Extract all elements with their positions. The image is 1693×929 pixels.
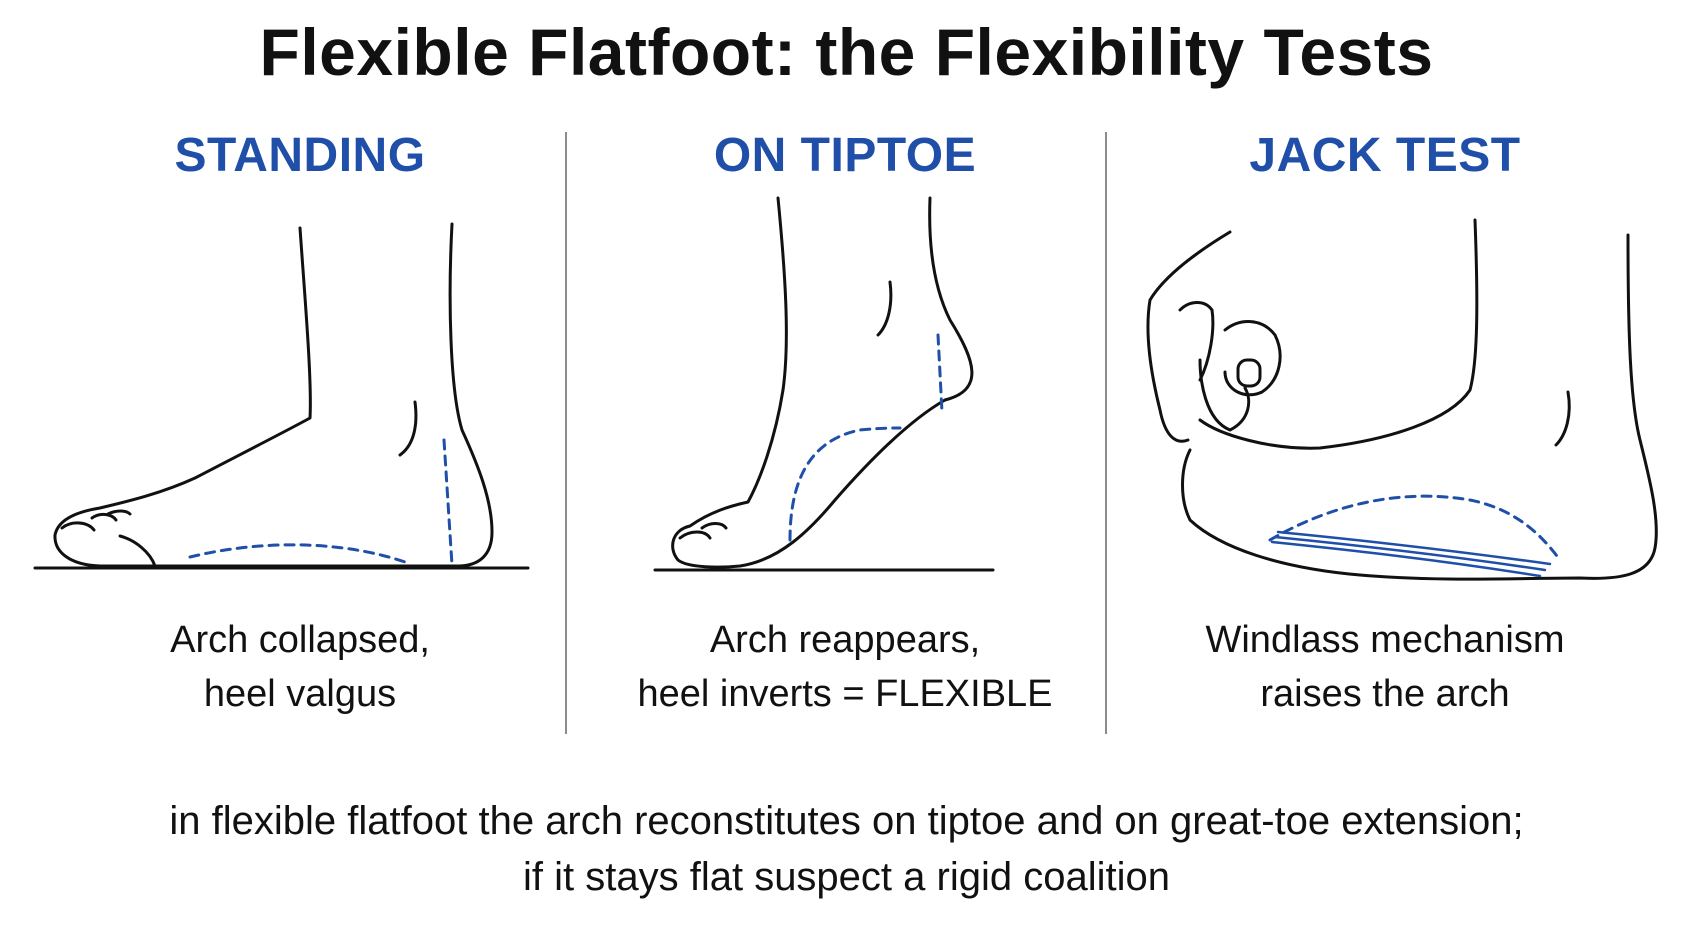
standing-arch-marker xyxy=(188,543,407,564)
caption-line: Windlass mechanism xyxy=(1205,619,1565,661)
caption-line: Arch reappears, xyxy=(709,619,981,661)
panel-title-jack-test: JACK TEST xyxy=(1249,129,1521,182)
standing-heel-line xyxy=(442,438,454,567)
caption-line: Arch collapsed, xyxy=(170,619,430,661)
tiptoe-arch-marker xyxy=(788,426,902,542)
caption-line: raises the arch xyxy=(1260,673,1510,715)
footer-line: in flexible flatfoot the arch reconstitu… xyxy=(169,799,1524,843)
caption-line: heel valgus xyxy=(203,673,397,715)
divider-left xyxy=(565,132,567,734)
caption-standing: Arch collapsed, heel valgus xyxy=(20,613,580,721)
footer-line: if it stays flat suspect a rigid coaliti… xyxy=(523,855,1170,899)
panel-jack-test: JACK TEST Windlass mechanism raises the … xyxy=(1105,118,1665,738)
panel-title-tiptoe: ON TIPTOE xyxy=(713,129,977,182)
panel-title-standing: STANDING xyxy=(174,129,426,182)
plantar-fascia-lines xyxy=(1270,530,1552,578)
panel-standing: STANDING Arch collapsed, heel valgus xyxy=(20,118,580,738)
standing-foot-drawing xyxy=(33,222,530,570)
caption-jack-test: Windlass mechanism raises the arch xyxy=(1105,613,1665,721)
footer-note: in flexible flatfoot the arch reconstitu… xyxy=(0,793,1693,905)
panel-tiptoe: ON TIPTOE Arch reappears, heel inverts =… xyxy=(565,118,1125,738)
tiptoe-foot-drawing xyxy=(653,196,995,572)
caption-line: heel inverts = FLEXIBLE xyxy=(637,673,1053,715)
jack-arch-marker xyxy=(1268,494,1562,562)
page-title: Flexible Flatfoot: the Flexibility Tests xyxy=(259,15,1434,89)
tiptoe-heel-line xyxy=(936,333,944,414)
caption-tiptoe: Arch reappears, heel inverts = FLEXIBLE xyxy=(565,613,1125,721)
jack-test-foot-drawing xyxy=(1146,218,1658,581)
divider-right xyxy=(1105,132,1107,734)
